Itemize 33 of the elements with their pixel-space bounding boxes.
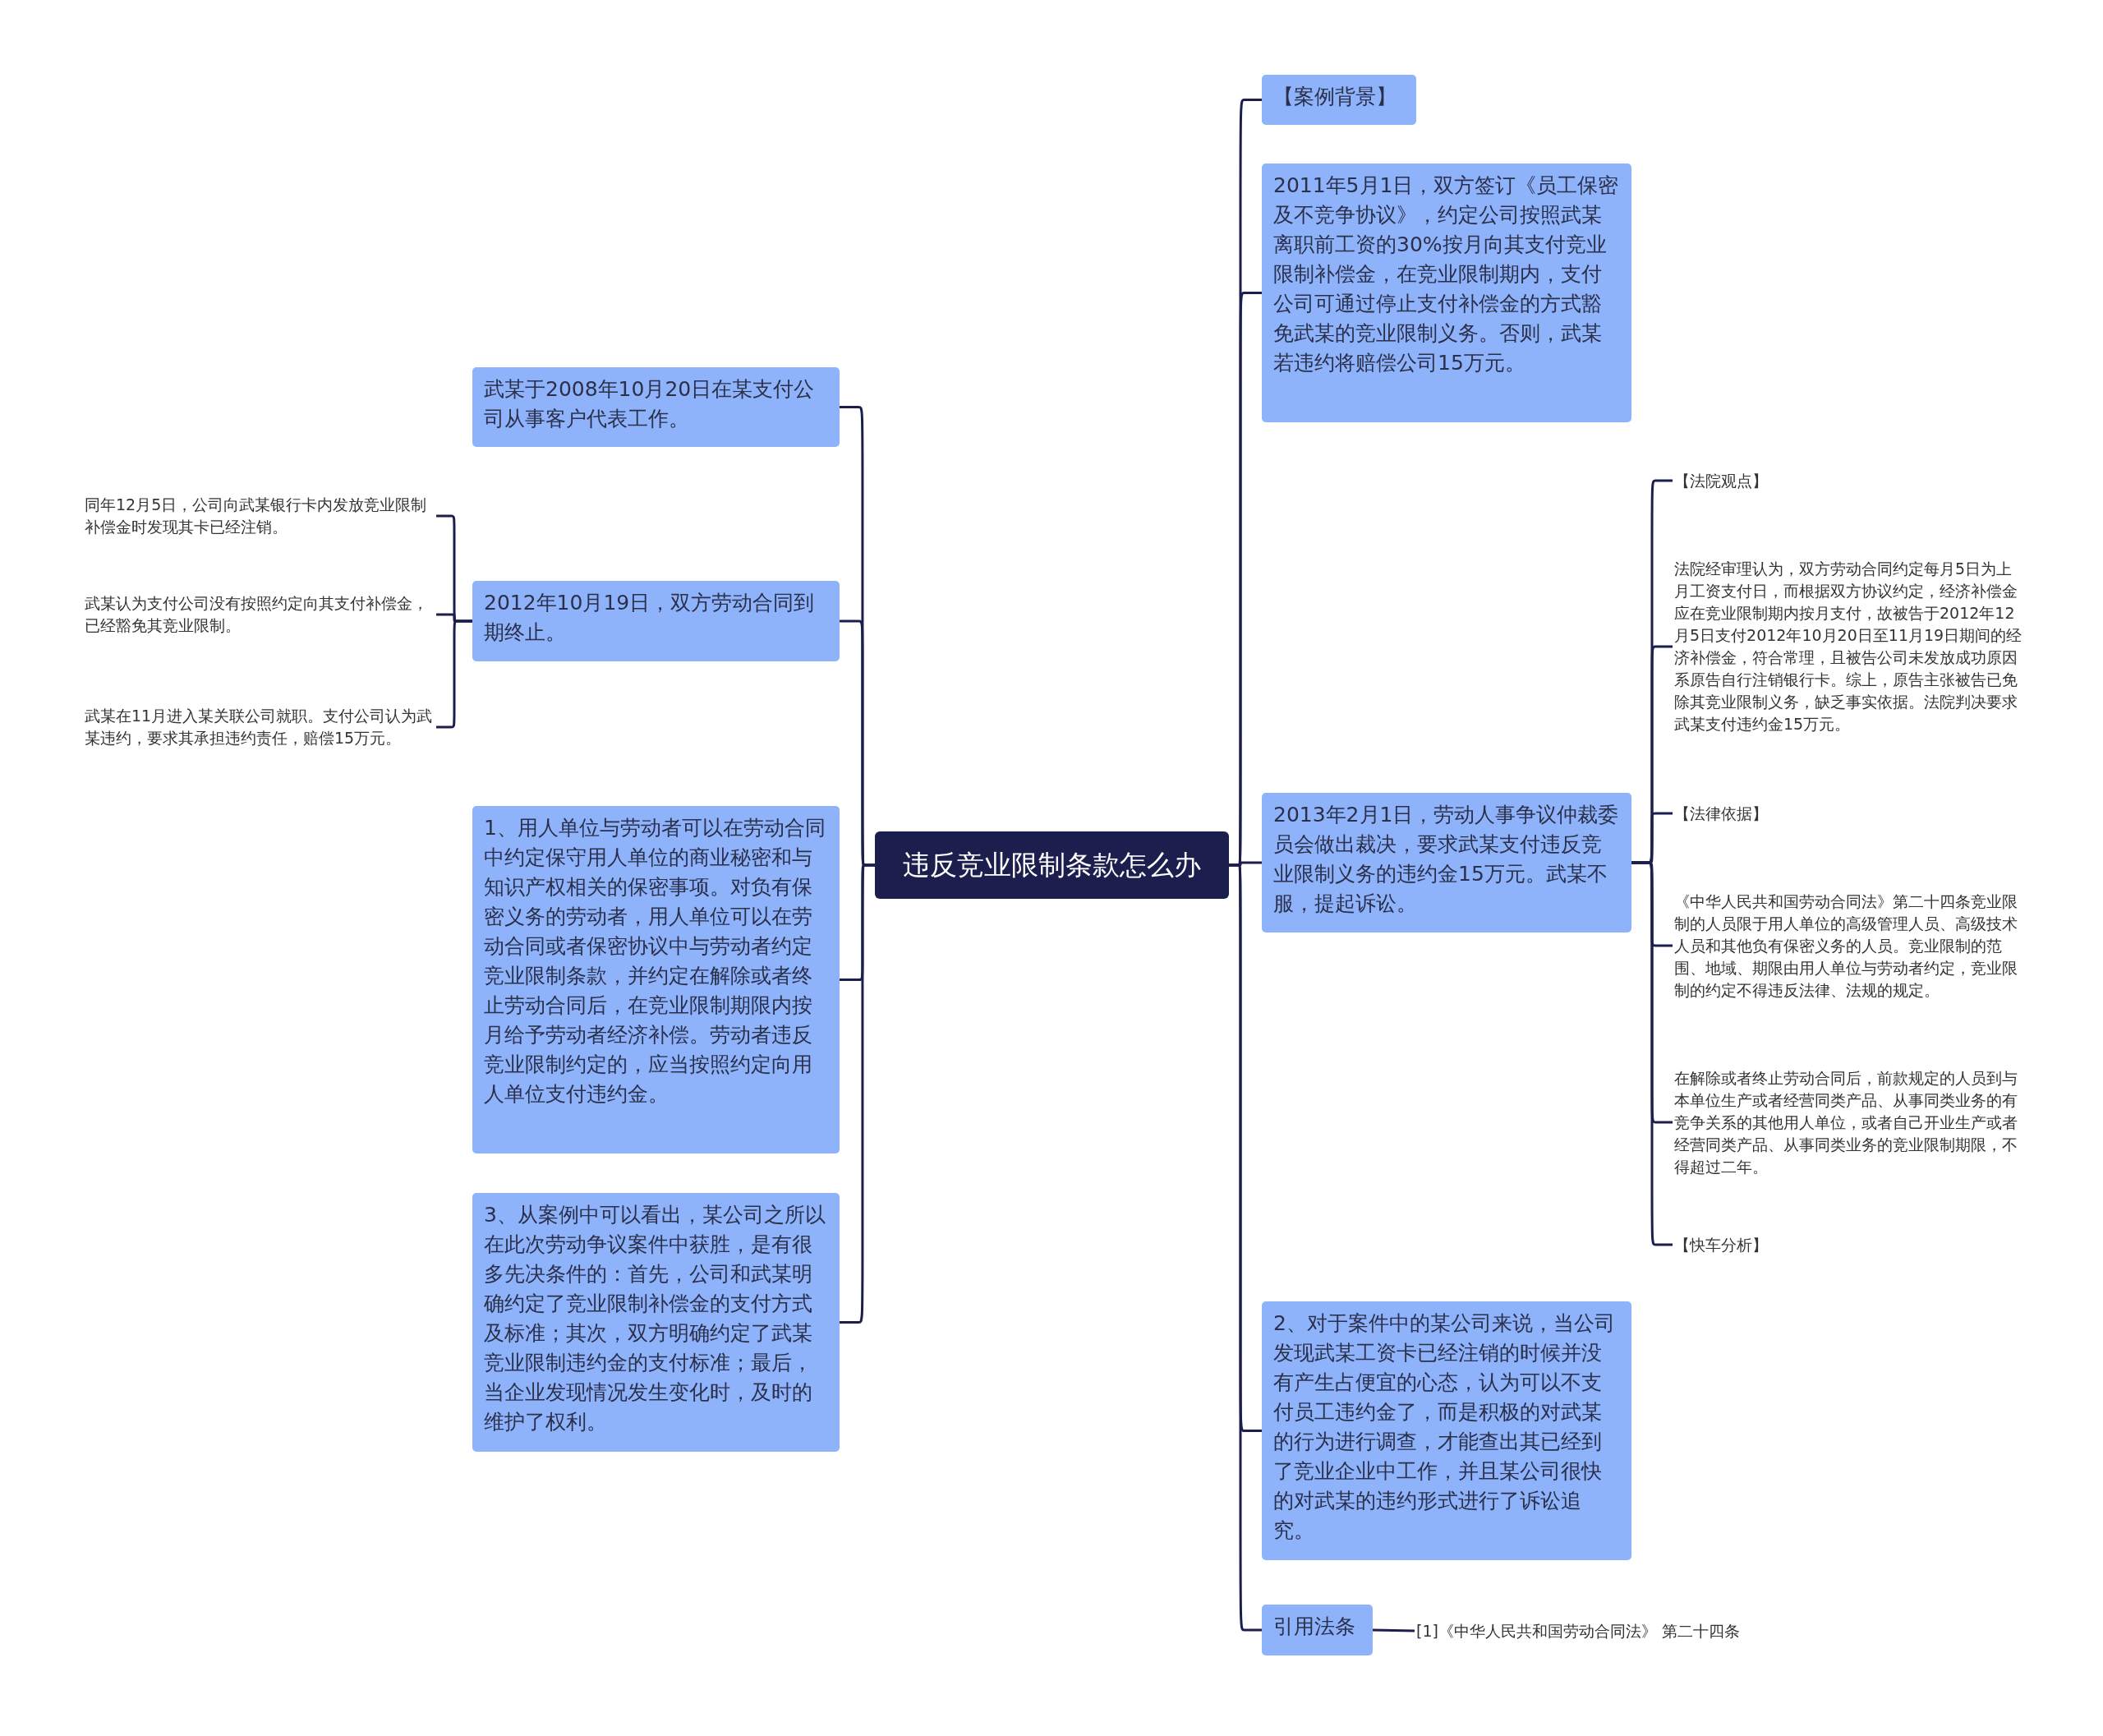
note-text: 【快车分析】 <box>1674 1234 1769 1255</box>
topic-box <box>472 806 840 1153</box>
topic-text: 【案例背景】 <box>1273 84 1397 110</box>
topic-text: 2011年5月1日，双方签订《员工保密及不竞争协议》，约定公司按照武某离职前工资的30%按月向其支付竞业限制补偿金，在竞业限制期内，支付公司可通过停止支付补偿金的方式豁免武某的竞业限制义务。否则，武某若违约将赔偿公司15万元。 <box>1273 173 1620 376</box>
topic-text: 引用法条 <box>1273 1614 1356 1640</box>
note-text: 在解除或者终止劳动合同后，前款规定的人员到与本单位生产或者经营同类产品、从事同类业务的有竞争关系的其他用人单位，或者自己开业生产或者经营同类产品、从事同类业务的竞业限制期限，不得超过二年。 <box>1674 1067 2018 1177</box>
topic-text: 2、对于案件中的某公司来说，当公司发现武某工资卡已经注销的时候并没有产生占便宜的心态，认为可以不支付员工违约金了，而是积极的对武某的行为进行调查，才能查出其已经到了竞业企业中工作，并且某公司很快的对武某的违约形式进行了诉讼追究。 <box>1273 1310 1616 1544</box>
topic-box <box>472 367 840 447</box>
topic-box <box>1262 163 1631 422</box>
connector-line <box>1372 1628 1415 1632</box>
topic-box <box>1262 793 1631 932</box>
topic-text: 2012年10月19日，双方劳动合同到期终止。 <box>484 590 816 646</box>
topic-box <box>1262 75 1416 125</box>
connector-line <box>1229 863 1262 1632</box>
topic-box <box>472 581 840 661</box>
central-topic-box <box>875 831 1229 899</box>
topic-box <box>472 1193 840 1452</box>
note-text: 【法律依据】 <box>1674 803 1769 824</box>
note-text: 武某在11月进入某关联公司就职。支付公司认为武某违约，要求其承担违约责任，赔偿15万元。 <box>85 706 434 748</box>
note-text: 《中华人民共和国劳动合同法》第二十四条竞业限制的人员限于用人单位的高级管理人员、高级技术人员和其他负有保密义务的人员。竞业限制的范围、地域、期限由用人单位与劳动者约定，竞业限制的约定不得违反法律、法规的规定。 <box>1674 891 2018 1001</box>
topic-text: 武某于2008年10月20日在某支付公司从事客户代表工作。 <box>484 376 816 432</box>
topic-text: 3、从案例中可以看出，某公司之所以在此次劳动争议案件中获胜，是有很多先决条件的：首先，公司和武某明确约定了竞业限制补偿金的支付方式及标准；其次，双方明确约定了武某竞业限制违约金的支付标准；最后，当企业发现情况发生变化时，及时的维护了权利。 <box>484 1202 826 1435</box>
note-text: 【法院观点】 <box>1674 470 1769 491</box>
note-text: 法院经审理认为，双方劳动合同约定每月5日为上月工资支付日，而根据双方协议约定，经济补偿金应在竞业限制期内按月支付，故被告于2012年12月5日支付2012年10月20日至11月19日期间的经济补偿金，符合常理，且被告公司未发放成功原因系原告自行注销银行卡。综上，原告主张被告已免除其竞业限制义务，缺乏事实依据。法院判决要求武某支付违约金15万元。 <box>1674 559 2023 734</box>
topic-box <box>1262 1605 1373 1655</box>
topic-text: 2013年2月1日，劳动人事争议仲裁委员会做出裁决，要求武某支付违反竞业限制义务的违约金15万元。武某不服，提起诉讼。 <box>1273 802 1620 917</box>
note-text: 武某认为支付公司没有按照约定向其支付补偿金，已经豁免其竞业限制。 <box>85 593 429 636</box>
note-text: [1]《中华人民共和国劳动合同法》 第二十四条 <box>1416 1620 1741 1642</box>
note-text: 同年12月5日，公司向武某银行卡内发放竞业限制补偿金时发现其卡已经注销。 <box>85 495 428 537</box>
topic-box <box>1262 1301 1631 1560</box>
connector-line <box>1631 861 1673 1246</box>
topic-text: 1、用人单位与劳动者可以在劳动合同中约定保守用人单位的商业秘密和与知识产权相关的保密事项。对负有保密义务的劳动者，用人单位可以在劳动合同或者保密协议中与劳动者约定竞业限制条款，并约定在解除或者终止劳动合同后，在竞业限制期限内按月给予劳动者经济补偿。劳动者违反竞业限制约定的，应当按照约定向用人单位支付违约金。 <box>484 815 826 1107</box>
central-topic: 违反竞业限制条款怎么办 <box>903 847 1201 882</box>
